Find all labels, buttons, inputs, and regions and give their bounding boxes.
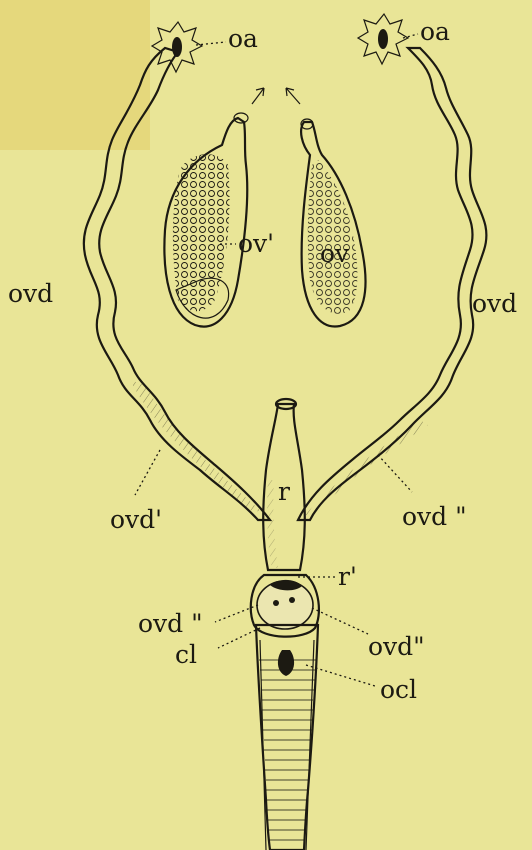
label-ov-prime: ov'	[238, 229, 274, 258]
label-ovd-right: ovd	[472, 289, 517, 318]
oviduct-opening-left	[152, 22, 202, 72]
label-cl: cl	[175, 640, 197, 669]
ovary-right	[301, 119, 366, 327]
label-ocl: ocl	[380, 675, 417, 704]
body-segment	[256, 625, 318, 850]
ovary-left	[164, 113, 248, 327]
cloaca	[251, 575, 319, 637]
label-ovd-dprime-right: ovd "	[402, 502, 467, 531]
oviduct-opening-right	[358, 14, 408, 64]
label-ov: ov	[320, 239, 350, 268]
label-ovd-dprime-right2: ovd"	[368, 632, 425, 661]
label-oa-left: oa	[228, 24, 258, 53]
paper-stain	[0, 0, 150, 150]
label-ovd-prime: ovd'	[110, 505, 162, 534]
label-r-prime: r'	[338, 562, 357, 591]
label-ovd-dprime-left: ovd "	[138, 609, 203, 638]
label-oa-right: oa	[420, 17, 450, 46]
label-r: r	[278, 477, 290, 506]
label-ovd-left: ovd	[8, 279, 53, 308]
direction-arrows	[252, 88, 300, 104]
